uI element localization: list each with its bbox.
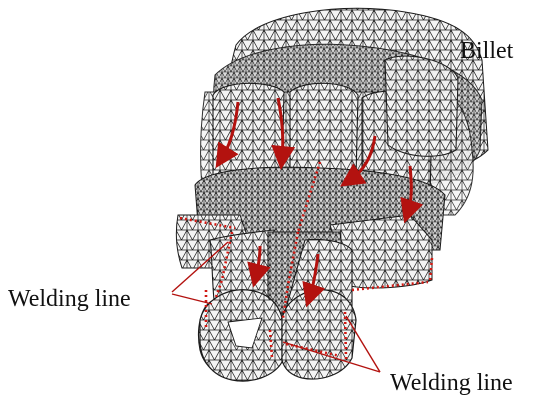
welding-line-label-left: Welding line bbox=[8, 286, 131, 312]
bridge-lobe-back bbox=[385, 56, 458, 156]
extrudate-front-face-right bbox=[282, 290, 356, 379]
billet-label: Billet bbox=[460, 38, 514, 64]
welding-line-label-bottom: Welding line bbox=[390, 370, 513, 396]
